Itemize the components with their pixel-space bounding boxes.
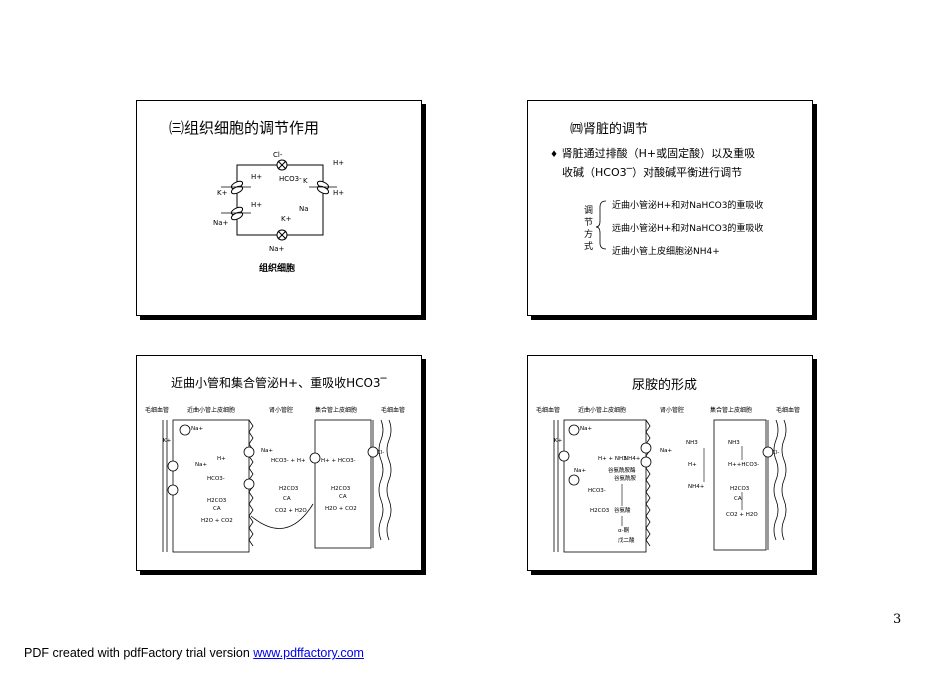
slide-h-secretion: 近曲小管和集合管泌H+、重吸收HCO3‾ 毛细血管 近曲小管上皮细胞 肾小管腔 …: [136, 355, 422, 571]
label-h3: H+: [333, 189, 344, 197]
label-na-lumen: Na+: [261, 448, 273, 454]
label-h-lumen: H+: [688, 462, 697, 468]
header-lumen: 肾小管腔: [660, 406, 684, 414]
label-na-left: Na+: [574, 468, 586, 474]
header-capillary-2: 毛细血管: [776, 406, 800, 414]
label-nh3-lumen: NH3: [686, 440, 698, 446]
methods-list: 近曲小管泌H+和对NaHCO3的重吸收 远曲小管泌H+和对NaHCO3的重吸收 …: [612, 195, 763, 264]
label-nh4: NH4+: [624, 456, 641, 462]
side-label: 调 节 方 式: [584, 206, 594, 252]
slide-kidney-regulation: ㈣肾脏的调节 ♦ 肾脏通过排酸（H+或固定酸）以及重吸 收碱（HCO3‾）对酸碱…: [527, 100, 813, 316]
label-glutaminase: 谷氨酰胺酶: [608, 466, 636, 474]
label-na-top: Na+: [191, 426, 203, 432]
bullet-paragraph: ♦ 肾脏通过排酸（H+或固定酸）以及重吸 收碱（HCO3‾）对酸碱平衡进行调节: [550, 145, 810, 182]
label-k1: K: [303, 177, 308, 185]
label-nh3-cd: NH3: [728, 440, 740, 446]
label-h1: H+: [251, 173, 262, 181]
header-capillary-2: 毛细血管: [381, 406, 405, 414]
slide-tissue-cell-regulation: ㈢组织细胞的调节作用 Cl- H+ HCO3- K H+ K: [136, 100, 422, 316]
slide-title: 尿胺的形成: [632, 378, 698, 393]
slide-title: ㈣肾脏的调节: [570, 122, 649, 137]
label-cl: Cl-: [273, 151, 283, 159]
label-na2: Na: [299, 205, 309, 213]
method-item: 近曲小管上皮细胞泌NH4+: [612, 247, 720, 257]
label-na-left: Na+: [195, 462, 207, 468]
label-nh4-lumen: NH4+: [688, 484, 705, 490]
label-k: K+: [554, 438, 563, 444]
header-capillary: 毛细血管: [536, 406, 560, 414]
label-h2co3: H2CO3: [590, 508, 610, 514]
label-co2-h2o-cd: CO2 + H2O: [726, 512, 758, 518]
pdf-footer: PDF created with pdfFactory trial versio…: [24, 646, 364, 660]
slide-urinary-ammonium: 尿胺的形成 毛细血管 近曲小管上皮细胞 肾小管腔 集合管上皮细胞 毛细血管 Na…: [527, 355, 813, 571]
label-h2co3-cd: H2CO3: [730, 486, 750, 492]
label-cl: Cl-: [377, 450, 384, 456]
footer-text: PDF created with pdfFactory trial versio…: [24, 646, 254, 660]
tissue-cell-diagram: Cl- H+ HCO3- K H+ K+ H+ H+ Na K+ Na+ Na+…: [213, 151, 344, 274]
label-h2o-co2-cell: H2O + CO2: [201, 518, 233, 524]
label-h-hco3-cd: H++HCO3-: [728, 462, 759, 468]
label-co2-h2o-lumen: CO2 + H2O: [275, 508, 307, 514]
label-na-top: Na+: [580, 426, 592, 432]
label-na-lumen: Na+: [660, 448, 672, 454]
method-item: 远曲小管泌H+和对NaHCO3的重吸收: [612, 224, 764, 234]
label-h4: H+: [251, 201, 262, 209]
label-k2: K+: [217, 189, 228, 197]
label-ca-lumen: CA: [283, 496, 291, 502]
label-h2: H+: [333, 159, 344, 167]
label-hco3: HCO3-: [588, 488, 606, 494]
method-item: 近曲小管泌H+和对NaHCO3的重吸收: [612, 201, 764, 211]
label-hco3-cell: HCO3-: [207, 476, 225, 482]
label-h2co3-cd: H2CO3: [331, 486, 351, 492]
label-ca-cell: CA: [213, 506, 221, 512]
label-ca-cd: CA: [339, 494, 347, 500]
label-h2co3-cell: H2CO3: [207, 498, 227, 504]
slide-title: ㈢组织细胞的调节作用: [169, 119, 320, 137]
label-h2o-co2-cd: H2O + CO2: [325, 506, 357, 512]
label-cl: Cl-: [772, 450, 779, 456]
footer-link[interactable]: www.pdffactory.com: [253, 646, 364, 660]
page-number: 3: [893, 612, 902, 627]
label-k3: K+: [281, 215, 292, 223]
label-h2co3-lumen: H2CO3: [279, 486, 299, 492]
bullet-line-1: ♦ 肾脏通过排酸（H+或固定酸）以及重吸: [550, 147, 756, 160]
label-h-hco3: H+ + HCO3-: [321, 458, 356, 464]
header-proximal-cell: 近曲小管上皮细胞: [578, 406, 626, 414]
label-k: K+: [163, 438, 172, 444]
label-akg2: 戊二酸: [618, 536, 635, 544]
slide-title: 近曲小管和集合管泌H+、重吸收HCO3‾: [171, 376, 387, 390]
label-glutamine: 谷氨酰胺: [614, 474, 637, 482]
header-collecting-cell: 集合管上皮细胞: [710, 406, 752, 414]
brace-icon: [595, 200, 607, 250]
header-capillary: 毛细血管: [145, 406, 169, 414]
bullet-icon: ♦: [550, 150, 559, 160]
bullet-line-2: 收碱（HCO3‾）对酸碱平衡进行调节: [562, 166, 743, 179]
label-glutamate: 谷氨酸: [614, 506, 631, 514]
proximal-tubule-diagram: 毛细血管 近曲小管上皮细胞 肾小管腔 集合管上皮细胞 毛细血管: [145, 406, 405, 553]
label-hco3: HCO3-: [279, 175, 302, 183]
label-akg: α-酮: [618, 527, 630, 534]
diagram-caption: 组织细胞: [259, 262, 295, 274]
label-ca-cd: CA: [734, 496, 742, 502]
header-proximal-cell: 近曲小管上皮细胞: [187, 406, 235, 414]
label-hco3-h: HCO3- + H+: [271, 458, 306, 464]
header-collecting-cell: 集合管上皮细胞: [315, 406, 357, 414]
label-na1: Na+: [213, 219, 229, 227]
label-h-nh3: H+ + NH3: [598, 456, 627, 462]
ammonium-diagram: 毛细血管 近曲小管上皮细胞 肾小管腔 集合管上皮细胞 毛细血管 Na+ K+ N…: [536, 406, 800, 553]
header-lumen: 肾小管腔: [269, 406, 293, 414]
label-na3: Na+: [269, 245, 285, 253]
label-h: H+: [217, 456, 226, 462]
